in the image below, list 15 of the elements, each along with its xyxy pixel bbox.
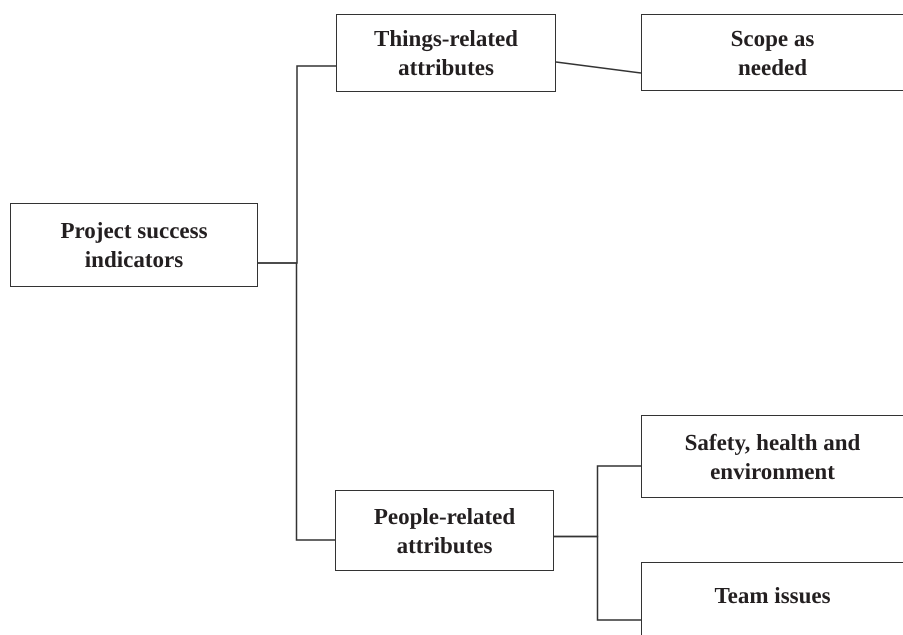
box-label: Scope as needed	[730, 24, 816, 82]
connector-line	[258, 262, 335, 541]
box-label: Safety, health and environment	[684, 428, 862, 486]
connector-line	[554, 536, 641, 621]
text-box	[10, 203, 258, 287]
connector-line	[556, 61, 642, 74]
text-box	[641, 562, 903, 635]
text-box	[641, 415, 903, 498]
text-box	[641, 14, 903, 91]
text-box	[336, 14, 556, 92]
box-label: Project success indicators	[59, 217, 209, 274]
box-label: People-related attributes	[372, 502, 516, 560]
box-label: Team issues	[714, 582, 831, 610]
box-label: Things-related attributes	[373, 25, 519, 82]
text-box	[335, 490, 554, 571]
